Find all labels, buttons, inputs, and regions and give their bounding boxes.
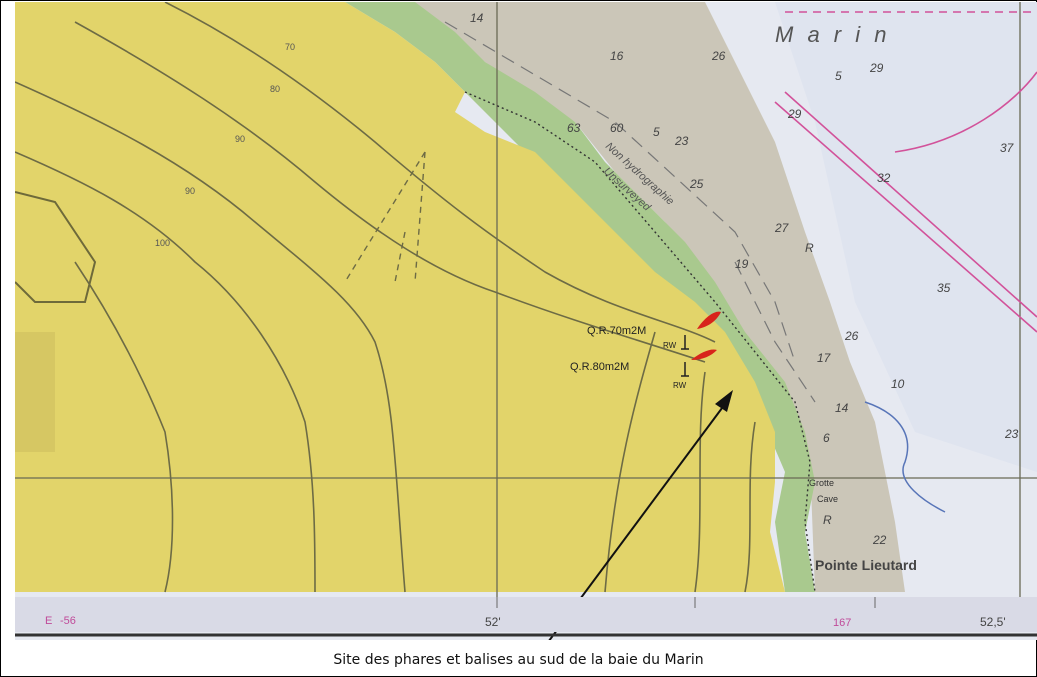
svg-text:19: 19 [735,257,749,271]
svg-text:17: 17 [817,351,832,365]
light-2-sub: RW [673,381,687,390]
svg-text:100: 100 [155,238,170,248]
stream [864,401,946,513]
svg-text:23: 23 [674,134,689,148]
svg-text:60: 60 [610,121,624,135]
svg-text:29: 29 [869,61,884,75]
svg-text:6: 6 [823,431,830,445]
scale-left: E [45,615,52,627]
svg-text:35: 35 [937,281,951,295]
svg-text:14: 14 [835,401,849,415]
fairway-line [774,11,1037,333]
scale-left-value: -56 [60,615,76,627]
svg-text:27: 27 [774,221,790,235]
svg-text:14: 14 [470,11,484,25]
light-2-label: Q.R.80m2M [570,361,629,373]
svg-text:32: 32 [877,171,891,185]
place-pointe-lieutard: Pointe Lieutard [815,557,917,573]
scale-bar [15,597,1037,632]
svg-text:16: 16 [610,49,624,63]
light-1-flare-icon [697,311,721,329]
soundings: 14 16 26 29 29 5 63 60 5 23 25 27 32 37 … [470,11,1019,547]
svg-text:37: 37 [1000,141,1015,155]
light-1-label: Q.R.70m2M [587,325,646,337]
deep-water-tint [775,2,1037,472]
scale-mid: 52' [485,615,501,629]
svg-text:26: 26 [711,49,726,63]
light-1-sub: RW [663,341,677,350]
svg-text:5: 5 [653,125,660,139]
svg-text:5: 5 [835,69,842,83]
nautical-chart: Q.R.70m2M RW Q.R.80m2M RW M a r i n Poin… [15,2,1037,640]
svg-text:22: 22 [872,533,887,547]
svg-text:26: 26 [844,329,859,343]
svg-text:63: 63 [567,121,581,135]
svg-text:25: 25 [689,177,704,191]
svg-text:80: 80 [270,84,280,94]
svg-text:R: R [823,513,832,527]
light-2-flare-icon [691,349,717,360]
leading-lines [444,21,816,403]
caption: Site des phares et balises au sud de la … [333,652,704,668]
unsurveyed-zone [375,2,905,592]
foreshore [345,2,815,592]
svg-text:29: 29 [787,107,802,121]
land-inlet [15,191,97,303]
land-area [15,2,785,592]
scale-mid2: 167 [833,617,851,629]
svg-text:23: 23 [1004,427,1019,441]
place-cave: Cave [817,494,838,504]
scale-ticks [496,597,876,608]
svg-text:90: 90 [235,134,245,144]
light-symbols [681,335,689,377]
svg-text:10: 10 [891,377,905,391]
place-grotte: Grotte [809,478,834,488]
svg-text:R: R [805,241,814,255]
land-patch [15,332,55,452]
svg-text:90: 90 [185,186,195,196]
contour-labels: 70 80 90 90 100 [155,42,295,248]
scale-right: 52,5' [980,615,1006,629]
place-marin: M a r i n [775,22,890,47]
dashed-tracks [344,151,426,283]
svg-text:70: 70 [285,42,295,52]
contour-lines [15,2,756,593]
